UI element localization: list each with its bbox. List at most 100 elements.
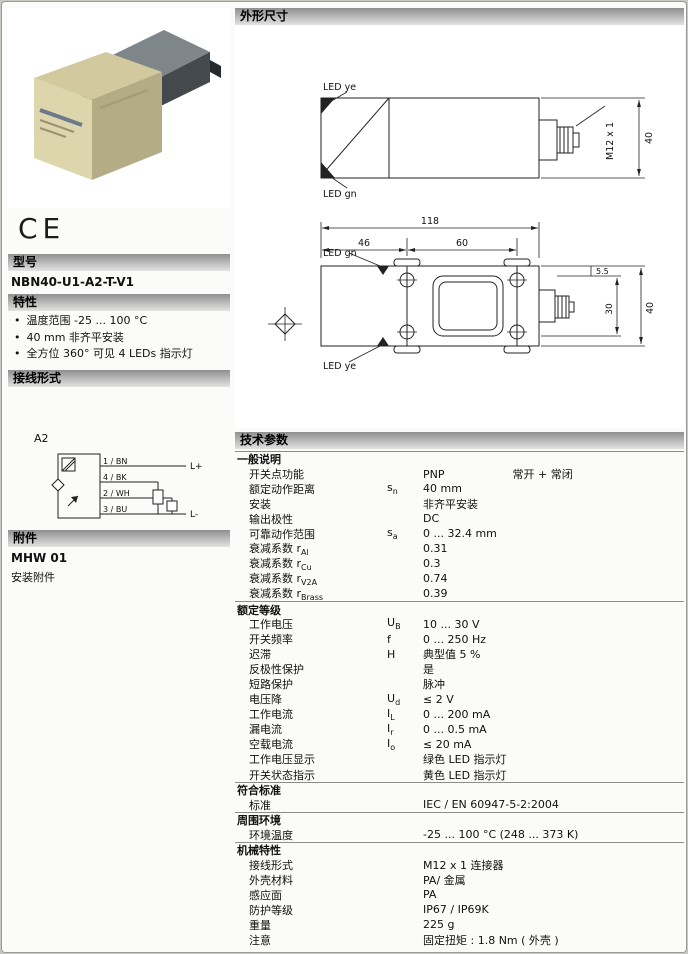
- product-photo: [8, 8, 230, 208]
- tech-row-value: 绿色 LED 指示灯: [423, 753, 507, 767]
- tech-row-label: 标准: [249, 798, 271, 812]
- tech-table-row: 衰减系数 rAl 0.31: [235, 541, 684, 558]
- tech-row-value: 0 ... 200 mA: [423, 707, 491, 721]
- feature-item: 全方位 360° 可见 4 LEDs 指示灯: [14, 346, 226, 363]
- connection-section-header: 接线形式: [8, 370, 230, 387]
- dim-60-label: 60: [456, 238, 468, 249]
- ce-mark: CE: [18, 212, 66, 245]
- tech-row-label: 输出极性: [249, 512, 293, 526]
- tech-row-value: 10 ... 30 V: [423, 617, 480, 631]
- tech-row-value: 0 ... 0.5 mA: [423, 722, 487, 736]
- tech-row-value: 0 ... 250 Hz: [423, 632, 487, 646]
- tech-row-label: 防护等级: [249, 903, 293, 917]
- features-section-header: 特性: [8, 294, 230, 311]
- tech-row-label: 重量: [249, 918, 271, 932]
- tech-table-row: 工作电压显示绿色 LED 指示灯: [235, 752, 684, 767]
- tech-table-row: 短路保护脉冲: [235, 677, 684, 692]
- tech-row-symbol: sa: [387, 526, 398, 542]
- tech-row-value: 是: [423, 663, 434, 677]
- tech-row-label: 可靠动作范围: [249, 527, 315, 541]
- tech-row-label: 工作电压: [249, 618, 293, 632]
- tech-row-value: 0.39: [423, 587, 448, 601]
- wiring-diagram-label: A2: [34, 432, 49, 445]
- tech-table-section-title: 周围环境: [235, 812, 684, 827]
- dimension-drawing: LED ye LED gn M12 x 1 40: [235, 26, 684, 428]
- l-minus-label: L-: [190, 510, 198, 520]
- tech-table-row: 反极性保护是: [235, 662, 684, 677]
- feature-item: 40 mm 非齐平安装: [14, 330, 226, 347]
- l-plus-label: L+: [190, 462, 203, 472]
- feature-item: 温度范围 -25 ... 100 °C: [14, 313, 226, 330]
- tech-table-row: 环境温度-25 ... 100 °C (248 ... 373 K): [235, 827, 684, 842]
- tech-row-label: 外壳材料: [249, 873, 293, 887]
- tech-row-value: 0 ... 32.4 mm: [423, 527, 497, 541]
- accessory-model: MHW 01: [11, 551, 68, 565]
- tech-table-row: 输出极性 DC: [235, 511, 684, 526]
- tech-table-section-title: 额定等级: [235, 601, 684, 617]
- led-gn-bottom-label: LED gn: [323, 248, 357, 259]
- tech-row-symbol: Ud: [387, 691, 401, 707]
- tech-table-row: 外壳材料 PA/ 金属: [235, 872, 684, 887]
- tech-row-value: 225 g: [423, 918, 455, 932]
- tech-row-symbol: sn: [387, 481, 398, 497]
- dim-118-label: 118: [421, 216, 439, 227]
- tech-row-label: 安装: [249, 497, 271, 511]
- tech-row-label: 衰减系数 rAl: [249, 542, 309, 558]
- pin-label-bu: 3 / BU: [103, 505, 127, 514]
- tech-row-label: 额定动作距离: [249, 482, 315, 496]
- tech-row-label: 空载电流: [249, 738, 293, 752]
- model-section-header: 型号: [8, 254, 230, 271]
- tech-row-value: DC: [423, 512, 440, 526]
- tech-params-section-header: 技术参数: [235, 432, 684, 449]
- tech-row-value: ≤ 2 V: [423, 692, 454, 706]
- tech-row-value: PA/ 金属: [423, 873, 466, 887]
- top-view: [268, 252, 575, 363]
- tech-row-value: IP67 / IP69K: [423, 903, 489, 917]
- tech-table-section-title: 符合标准: [235, 782, 684, 797]
- tech-row-symbol: f: [387, 632, 391, 646]
- led-ye-bottom-label: LED ye: [323, 361, 356, 372]
- accessories-section-header: 附件: [8, 530, 230, 547]
- side-view-labels: LED ye LED gn M12 x 1 40: [323, 82, 655, 200]
- feature-text: 40 mm 非齐平安装: [26, 330, 124, 344]
- tech-row-label: 漏电流: [249, 723, 282, 737]
- tech-row-value: 0.31: [423, 542, 448, 556]
- pin-label-wh: 2 / WH: [103, 489, 130, 498]
- top-view-dimensions: [320, 222, 645, 347]
- tech-table-section-title: 一般说明: [235, 451, 684, 466]
- tech-row-value: M12 x 1 连接器: [423, 858, 504, 872]
- tech-row-value: 非齐平安装: [423, 497, 478, 511]
- wiring-diagram: A2 1 / BN 4 / BK: [8, 430, 230, 530]
- tech-row-value: 脉冲: [423, 678, 445, 692]
- side-view: [320, 91, 606, 189]
- feature-text: 温度范围 -25 ... 100 °C: [26, 314, 148, 327]
- top-view-labels: 118 46 60 LED gn LED ye 5.5 30 40: [323, 216, 656, 372]
- wiring-labels: 1 / BN 4 / BK 2 / WH 3 / BU L+ L-: [103, 457, 203, 520]
- product-photo-svg: [34, 30, 221, 180]
- pin-label-bn: 1 / BN: [103, 457, 127, 466]
- tech-table-row: 安装 非齐平安装: [235, 496, 684, 511]
- tech-row-label: 电压降: [249, 693, 282, 707]
- dim-30-label: 30: [605, 303, 615, 315]
- tech-row-value: ≤ 20 mA: [423, 737, 472, 751]
- tech-row-label: 迟滞: [249, 648, 271, 662]
- tech-row-symbol: H: [387, 647, 396, 661]
- dim-40-side-label: 40: [644, 132, 655, 144]
- tech-table-row: 重量 225 g: [235, 917, 684, 932]
- led-gn-top-label: LED gn: [323, 189, 357, 200]
- tech-row-value: 0.3: [423, 557, 441, 571]
- led-ye-top-label: LED ye: [323, 82, 356, 93]
- side-view-dimensions: [541, 97, 645, 179]
- tech-row-label: 开关频率: [249, 633, 293, 647]
- feature-text: 全方位 360° 可见 4 LEDs 指示灯: [26, 347, 193, 360]
